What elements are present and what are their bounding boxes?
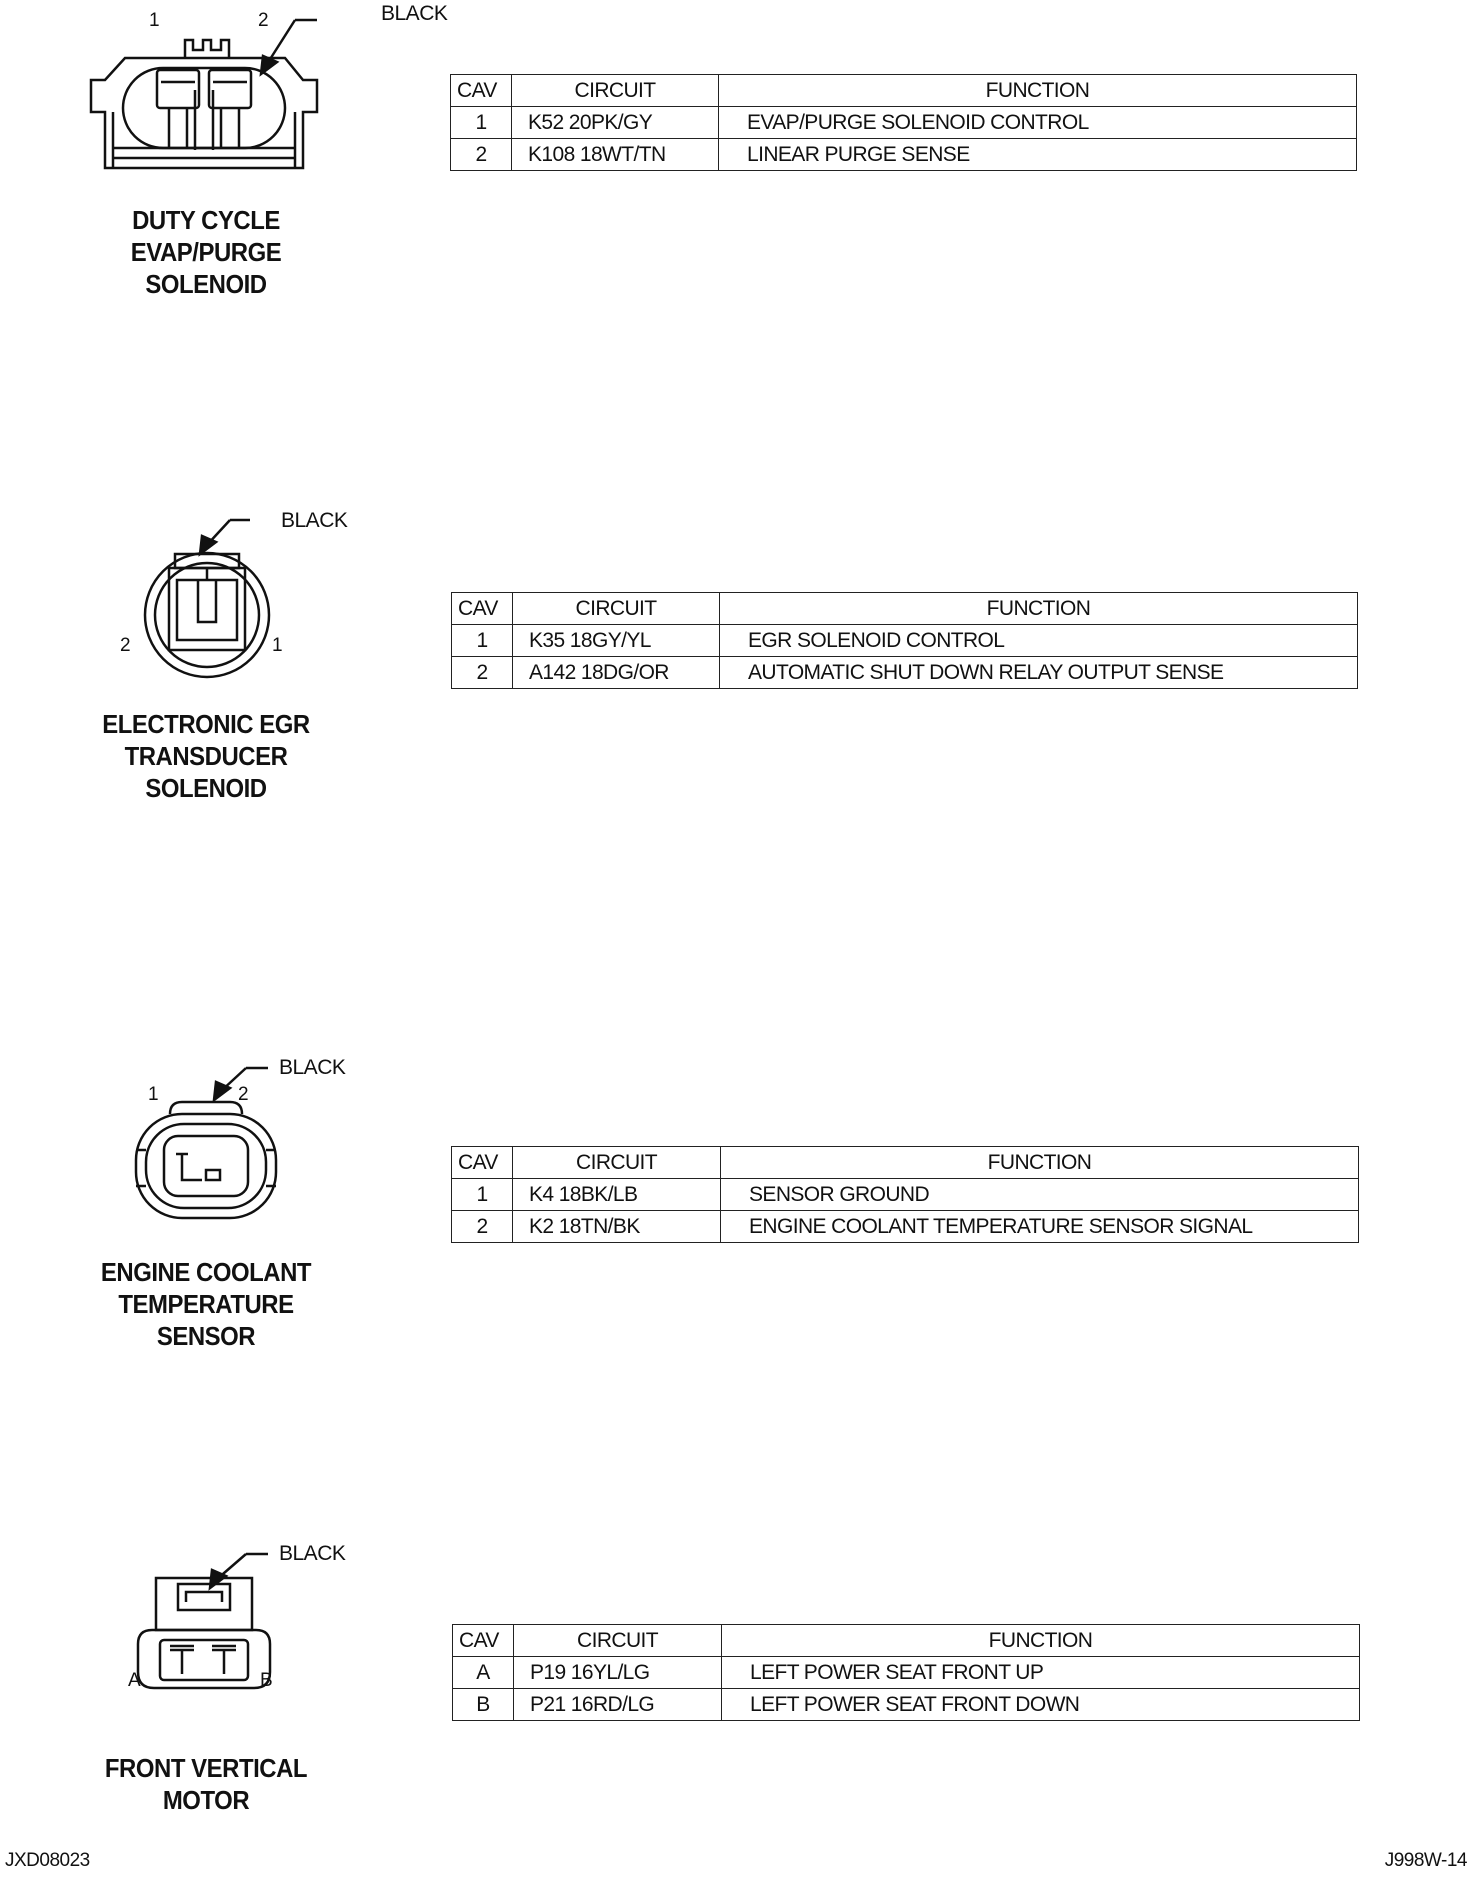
title-line: EVAP/PURGE [130, 237, 282, 267]
cell-circuit: K35 18GY/YL [512, 624, 720, 657]
connector-section-evap-purge: 1 2 BLACK DUTY CYCLE EVAP/PURGE SOLENOID… [0, 0, 1472, 330]
table-row: 2 K2 18TN/BK ENGINE COOLANT TEMPERATURE … [451, 1210, 1359, 1243]
cell-function: EVAP/PURGE SOLENOID CONTROL [718, 106, 1357, 139]
connector-color-label: BLACK [381, 2, 448, 25]
front-vertical-motor-connector-drawing [136, 1552, 272, 1690]
cell-circuit: K4 18BK/LB [512, 1178, 721, 1211]
ect-connector-drawing [134, 1066, 278, 1220]
connector-color-label: BLACK [279, 1056, 346, 1079]
connector-section-egr: 2 1 BLACK ELECTRONIC EGR TRANSDUCER SOLE… [0, 509, 1472, 820]
cell-circuit: K108 18WT/TN [511, 138, 719, 171]
cell-circuit: A142 18DG/OR [512, 656, 720, 689]
connector-title: ELECTRONIC EGR TRANSDUCER SOLENOID [68, 708, 344, 804]
table-row: 1 K4 18BK/LB SENSOR GROUND [451, 1178, 1359, 1211]
connector-title: DUTY CYCLE EVAP/PURGE SOLENOID [68, 204, 344, 300]
header-function: FUNCTION [720, 1146, 1359, 1179]
header-circuit: CIRCUIT [512, 592, 720, 625]
connector-color-label: BLACK [279, 1542, 346, 1565]
pinout-table: CAV CIRCUIT FUNCTION 1 K4 18BK/LB SENSOR… [451, 1146, 1359, 1243]
cell-cav: 2 [451, 656, 513, 689]
cell-cav: A [452, 1656, 514, 1689]
connector-title: ENGINE COOLANT TEMPERATURE SENSOR [68, 1256, 344, 1352]
pin-label-1: 1 [148, 1084, 159, 1105]
title-line: ENGINE COOLANT [100, 1257, 312, 1287]
table-row: 2 A142 18DG/OR AUTOMATIC SHUT DOWN RELAY… [451, 656, 1358, 689]
pinout-table: CAV CIRCUIT FUNCTION A P19 16YL/LG LEFT … [452, 1624, 1360, 1721]
cell-circuit: K52 20PK/GY [511, 106, 719, 139]
connector-title: FRONT VERTICAL MOTOR [68, 1752, 344, 1816]
cell-cav: 2 [451, 1210, 513, 1243]
title-line: SENSOR [156, 1321, 256, 1351]
table-row: A P19 16YL/LG LEFT POWER SEAT FRONT UP [452, 1656, 1360, 1689]
table-row: 2 K108 18WT/TN LINEAR PURGE SENSE [450, 138, 1357, 171]
header-circuit: CIRCUIT [512, 1146, 721, 1179]
cell-function: EGR SOLENOID CONTROL [719, 624, 1358, 657]
table-row: B P21 16RD/LG LEFT POWER SEAT FRONT DOWN [452, 1688, 1360, 1721]
cell-circuit: P19 16YL/LG [513, 1656, 722, 1689]
cell-function: LEFT POWER SEAT FRONT UP [721, 1656, 1360, 1689]
footer-left-code: JXD08023 [5, 1850, 90, 1871]
pin-label-b: B [260, 1670, 273, 1691]
cell-cav: B [452, 1688, 514, 1721]
cell-function: LEFT POWER SEAT FRONT DOWN [721, 1688, 1360, 1721]
table-row: 1 K35 18GY/YL EGR SOLENOID CONTROL [451, 624, 1358, 657]
cell-cav: 2 [450, 138, 512, 171]
cell-cav: 1 [451, 1178, 513, 1211]
cell-function: LINEAR PURGE SENSE [718, 138, 1357, 171]
title-line: DUTY CYCLE [132, 205, 280, 235]
table-header-row: CAV CIRCUIT FUNCTION [450, 74, 1357, 107]
title-line: TRANSDUCER [124, 741, 288, 771]
cell-cav: 1 [450, 106, 512, 139]
pin-label-2: 2 [238, 1084, 249, 1105]
header-function: FUNCTION [718, 74, 1357, 107]
header-cav: CAV [451, 592, 513, 625]
pinout-table: CAV CIRCUIT FUNCTION 1 K35 18GY/YL EGR S… [451, 592, 1358, 689]
table-header-row: CAV CIRCUIT FUNCTION [452, 1624, 1360, 1657]
connector-color-label: BLACK [281, 509, 348, 532]
evap-purge-connector-drawing [89, 18, 319, 170]
pin-label-1: 1 [272, 635, 283, 656]
title-line: FRONT VERTICAL [104, 1753, 308, 1783]
header-function: FUNCTION [721, 1624, 1360, 1657]
title-line: SOLENOID [145, 269, 267, 299]
title-line: TEMPERATURE [118, 1289, 294, 1319]
header-cav: CAV [450, 74, 512, 107]
cell-function: ENGINE COOLANT TEMPERATURE SENSOR SIGNAL [720, 1210, 1359, 1243]
footer-right-code: J998W-14 [1384, 1850, 1468, 1871]
table-row: 1 K52 20PK/GY EVAP/PURGE SOLENOID CONTRO… [450, 106, 1357, 139]
pin-label-2: 2 [258, 10, 269, 31]
pin-label-a: A [128, 1670, 141, 1691]
header-cav: CAV [452, 1624, 514, 1657]
cell-function: SENSOR GROUND [720, 1178, 1359, 1211]
header-cav: CAV [451, 1146, 513, 1179]
cell-circuit: K2 18TN/BK [512, 1210, 721, 1243]
title-line: MOTOR [162, 1785, 250, 1815]
pin-label-2: 2 [120, 635, 131, 656]
connector-section-ect: 1 2 BLACK ENGINE COOLANT TEMPERATURE SEN… [0, 1056, 1472, 1370]
header-circuit: CIRCUIT [513, 1624, 722, 1657]
pinout-table: CAV CIRCUIT FUNCTION 1 K52 20PK/GY EVAP/… [450, 74, 1357, 171]
cell-circuit: P21 16RD/LG [513, 1688, 722, 1721]
egr-connector-drawing [143, 518, 271, 679]
table-header-row: CAV CIRCUIT FUNCTION [451, 1146, 1359, 1179]
cell-cav: 1 [451, 624, 513, 657]
table-header-row: CAV CIRCUIT FUNCTION [451, 592, 1358, 625]
title-line: ELECTRONIC EGR [102, 709, 310, 739]
connector-section-front-vertical-motor: A B BLACK FRONT VERTICAL MOTOR CAV CIRCU… [0, 1540, 1472, 1830]
cell-function: AUTOMATIC SHUT DOWN RELAY OUTPUT SENSE [719, 656, 1358, 689]
title-line: SOLENOID [145, 773, 267, 803]
header-circuit: CIRCUIT [511, 74, 719, 107]
header-function: FUNCTION [719, 592, 1358, 625]
pin-label-1: 1 [149, 10, 160, 31]
